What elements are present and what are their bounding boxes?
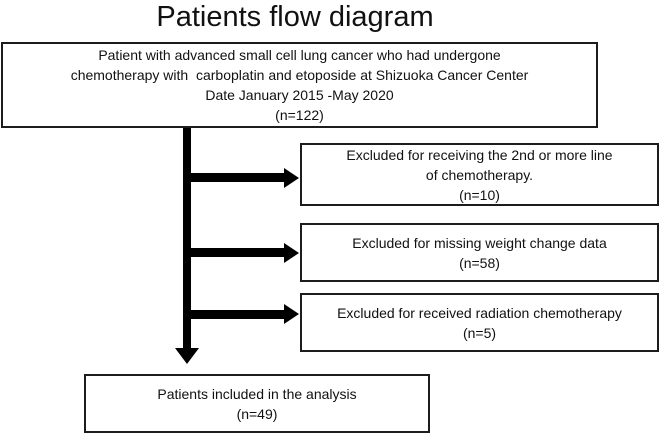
branch-arrow-shaft-3 — [186, 310, 284, 319]
enrollment-box-count: (n=122) — [275, 107, 324, 123]
enrollment-box-line: Patient with advanced small cell lung ca… — [98, 47, 501, 63]
exclusion-box-count: (n=58) — [459, 254, 500, 271]
branch-arrow-shaft-2 — [186, 248, 284, 257]
exclusion-box-line: Excluded for receiving the 2nd or more l… — [346, 146, 613, 163]
branch-arrowhead-right-icon-1 — [284, 168, 299, 188]
exclusion-box-second-line-chemo: Excluded for receiving the 2nd or more l… — [300, 143, 659, 206]
exclusion-box-count: (n=5) — [462, 324, 497, 341]
enrollment-box-line: chemotherapy with carboplatin and etopos… — [70, 67, 529, 83]
exclusion-box-missing-weight-data: Excluded for missing weight change data … — [300, 223, 659, 282]
diagram-title: Patients flow diagram — [156, 1, 434, 33]
exclusion-box-radiation-chemotherapy: Excluded for received radiation chemothe… — [300, 293, 659, 352]
branch-arrowhead-right-icon-2 — [284, 243, 299, 263]
exclusion-box-count: (n=10) — [459, 186, 500, 203]
exclusion-box-line: of chemotherapy. — [425, 166, 534, 183]
enrollment-box: Patient with advanced small cell lung ca… — [1, 42, 598, 128]
main-flow-arrowhead-down-icon — [175, 348, 199, 364]
branch-arrow-shaft-1 — [186, 173, 284, 182]
included-in-analysis-box: Patients included in the analysis (n=49) — [84, 374, 430, 433]
enrollment-box-line: Date January 2015 -May 2020 — [205, 87, 394, 103]
included-box-count: (n=49) — [236, 405, 278, 422]
included-box-line: Patients included in the analysis — [157, 385, 357, 402]
exclusion-box-line: Excluded for received radiation chemothe… — [337, 304, 622, 321]
main-flow-arrow-shaft — [183, 128, 191, 348]
branch-arrowhead-right-icon-3 — [284, 304, 299, 324]
exclusion-box-line: Excluded for missing weight change data — [352, 234, 607, 251]
